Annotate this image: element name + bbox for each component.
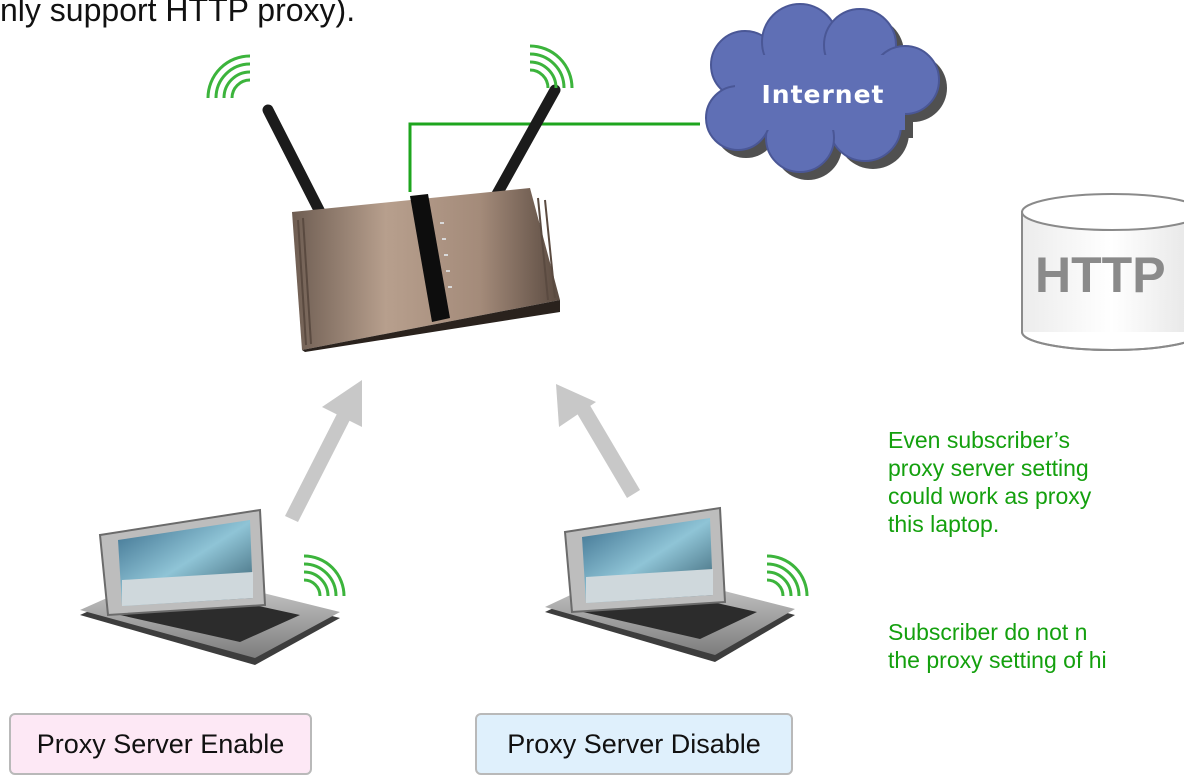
note-line: proxy server setting — [888, 455, 1089, 481]
laptop-left — [80, 508, 340, 665]
proxy-disable-label: Proxy Server Disable — [475, 713, 793, 775]
note-paragraph-1: Even subscriber’s proxy server setting c… — [888, 426, 1091, 538]
note-line: could work as proxy — [888, 483, 1092, 509]
http-server-cylinder: HTTP — [1021, 193, 1184, 351]
arrow-right — [556, 384, 640, 498]
router-left-wifi-icon — [206, 54, 251, 99]
note-line: Subscriber do not n — [888, 619, 1088, 645]
top-text: nly support HTTP proxy). — [0, 0, 356, 28]
note-line: Even subscriber’s — [888, 427, 1070, 453]
proxy-enable-label: Proxy Server Enable — [9, 713, 312, 775]
laptop-right-wifi-icon — [766, 554, 809, 597]
http-label: HTTP — [1035, 247, 1166, 303]
arrow-left — [285, 380, 362, 522]
wireless-router — [262, 84, 561, 352]
laptop-right — [545, 506, 795, 662]
note-line: the proxy setting of hi — [888, 647, 1107, 673]
laptop-left-wifi-icon — [303, 554, 346, 597]
router-internet-link — [408, 122, 700, 192]
router-right-wifi-icon — [529, 44, 574, 89]
internet-label: Internet — [761, 80, 884, 109]
note-line: this laptop. — [888, 511, 1000, 537]
internet-cloud: Internet — [705, 3, 947, 180]
note-paragraph-2: Subscriber do not n the proxy setting of… — [888, 618, 1107, 674]
